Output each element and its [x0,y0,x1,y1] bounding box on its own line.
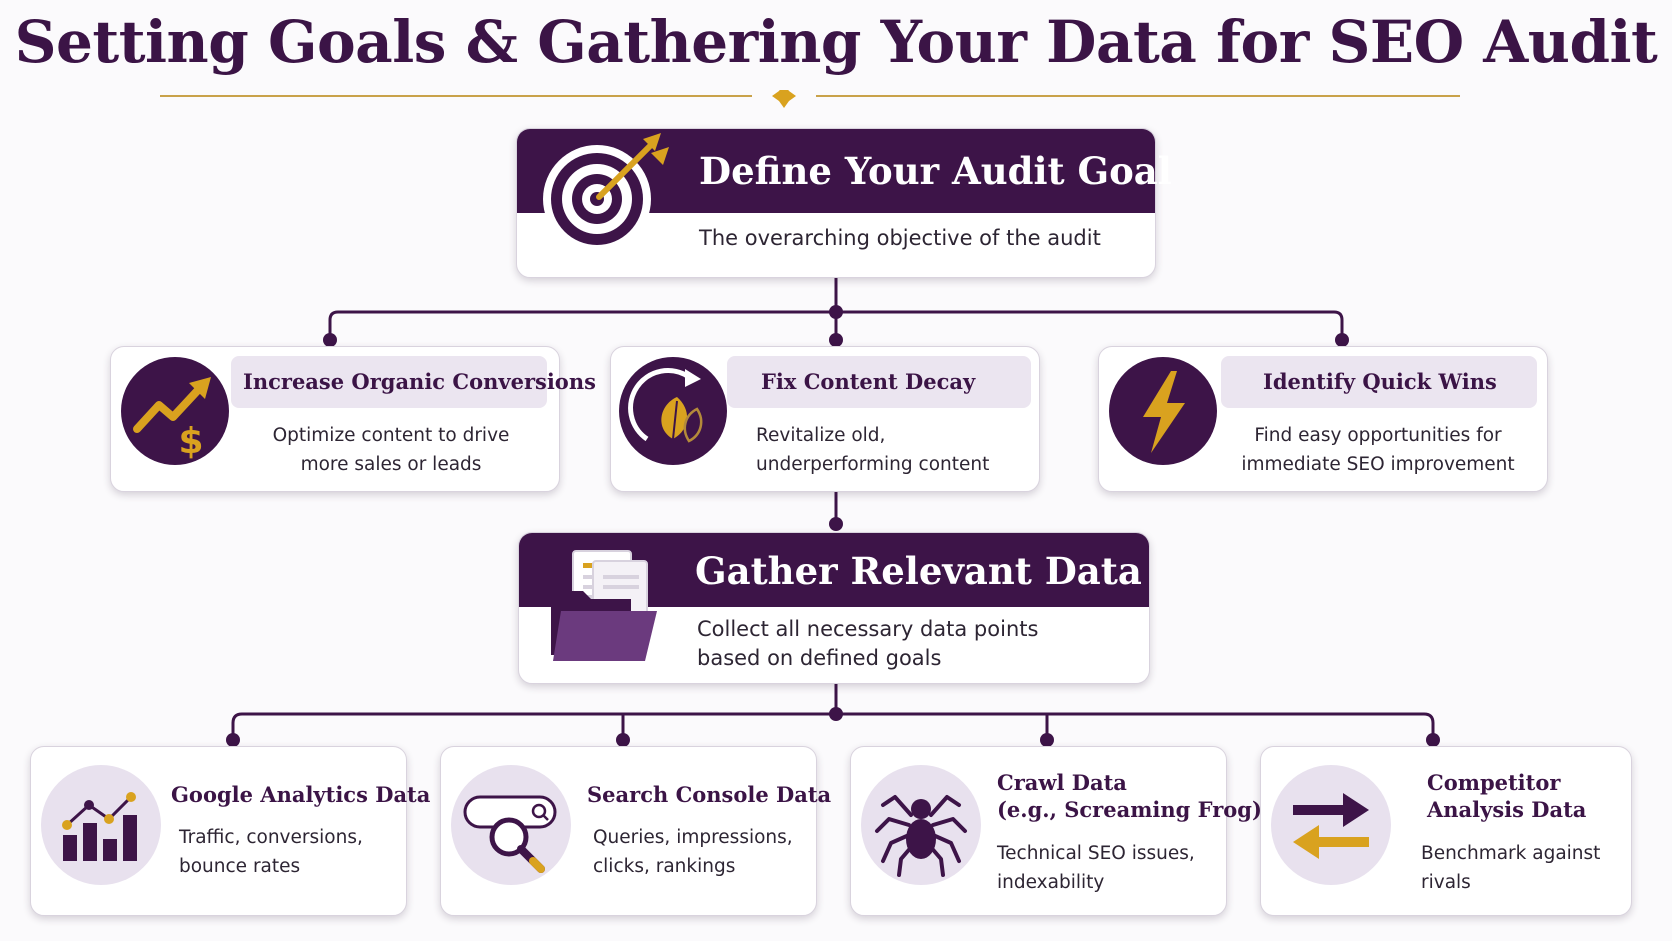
target-arrow-icon [539,131,679,261]
goal-desc-line-1: Optimize content to drive [272,425,510,446]
data-title-line-1: Crawl Data [997,770,1127,795]
data-card-crawl: Crawl Data (e.g., Screaming Frog) Techni… [850,746,1262,916]
goal-title-pill [231,356,547,408]
data-desc-line-1: Benchmark against [1421,843,1601,864]
analytics-chart-icon [41,765,161,885]
goal-card-content-decay: Fix Content Decay Revitalize old, underp… [610,346,1040,492]
goal-title-pill [727,356,1031,408]
goal-title: Identify Quick Wins [1263,369,1497,394]
data-desc-line-1: Traffic, conversions, [179,827,363,848]
goal-desc-line-1: Find easy opportunities for [1254,425,1502,446]
data-card-google-analytics: Google Analytics Data Traffic, conversio… [30,746,430,916]
search-magnifier-icon [451,765,571,885]
growth-dollar-icon: $ [121,357,229,465]
gather-data-title: Gather Relevant Data [695,549,1142,593]
gather-data-desc-line-2: based on defined goals [697,646,942,670]
swap-arrows-icon [1271,765,1391,885]
goal-desc-line-2: underperforming content [756,454,990,475]
data-title-line-1: Google Analytics Data [171,782,431,807]
spider-icon [861,765,981,885]
data-title-line-1: Competitor [1427,770,1561,795]
data-title-line-1: Search Console Data [587,782,832,807]
data-desc-line-2: rivals [1421,872,1471,893]
gather-data-desc-line-1: Collect all necessary data points [697,617,1039,641]
title-divider [160,90,1460,108]
goal-desc-line-1: Revitalize old, [756,425,886,446]
data-desc-line-2: clicks, rankings [593,856,736,877]
data-desc-line-2: indexability [997,872,1105,893]
data-card-search-console: Search Console Data Queries, impressions… [440,746,831,916]
data-card-competitor: Competitor Analysis Data Benchmark again… [1260,746,1632,916]
data-title-line-2: (e.g., Screaming Frog) [997,797,1262,822]
lightning-icon [1109,357,1217,465]
data-desc-line-2: bounce rates [179,856,301,877]
page-title: Setting Goals & Gathering Your Data for … [14,8,1658,76]
goal-desc-line-2: immediate SEO improvement [1241,454,1515,475]
audit-goal-title: Define Your Audit Goal [699,149,1172,193]
audit-goal-subtitle: The overarching objective of the audit [699,226,1101,250]
data-desc-line-1: Technical SEO issues, [997,843,1195,864]
goal-desc-line-2: more sales or leads [300,454,482,475]
goal-card-conversions: $ Increase Organic Conversions Optimize … [110,346,596,492]
audit-goal-card: Define Your Audit Goal The overarching o… [516,128,1172,278]
goal-card-quick-wins: Identify Quick Wins Find easy opportunit… [1098,346,1548,492]
folder-documents-icon [547,545,667,673]
data-title-line-2: Analysis Data [1427,797,1587,822]
refresh-leaf-icon [619,357,727,465]
goal-title: Fix Content Decay [761,369,976,394]
svg-text:$: $ [178,421,203,462]
data-desc-line-1: Queries, impressions, [593,827,793,848]
goal-title-pill [1221,356,1537,408]
gather-data-card: Gather Relevant Data Collect all necessa… [518,532,1150,684]
goal-title: Increase Organic Conversions [243,369,596,394]
